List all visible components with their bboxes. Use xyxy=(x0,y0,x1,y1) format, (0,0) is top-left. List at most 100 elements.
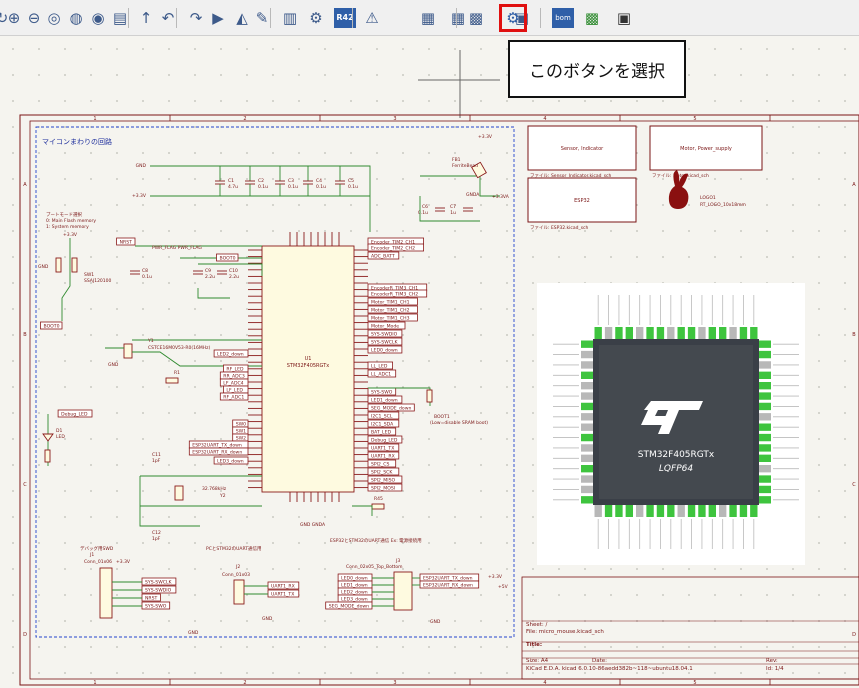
mirror-h-icon[interactable]: ▶ xyxy=(212,8,224,27)
net-label-box xyxy=(141,593,161,602)
erc-icon[interactable]: ⚠ xyxy=(365,8,379,27)
resistor-ref: R1 xyxy=(174,370,180,376)
chip-pin-bottom xyxy=(625,505,633,517)
power-label: +3.3V xyxy=(63,232,78,238)
frame-col-number: 3 xyxy=(393,116,396,122)
mcu-net-label-right: I2C1_SDA xyxy=(371,422,394,428)
power-label: GNDA xyxy=(466,192,480,198)
xtal-wire xyxy=(132,351,262,367)
chip-pin-top xyxy=(698,327,706,339)
mcu-net-label-left: ESP32UART_TX_down xyxy=(192,443,242,449)
cap-value: 1pF xyxy=(152,458,161,464)
zoom-fit-icon[interactable]: ◎ xyxy=(47,8,61,27)
power-label: +3.3V xyxy=(132,193,147,199)
net-label-box xyxy=(367,483,403,492)
scripting-console-icon[interactable]: ▣ xyxy=(616,8,632,27)
j3-left-label: LED3_down xyxy=(341,597,368,603)
net-label-box xyxy=(367,329,403,338)
led-value: LED xyxy=(56,434,65,440)
boot1-label: BOOT1 xyxy=(434,414,450,420)
cap-ref: C6 xyxy=(422,204,428,210)
hierarchy-icon[interactable]: ▤ xyxy=(112,8,128,27)
chip-pin-top xyxy=(594,327,602,339)
frame-row-letter: D xyxy=(23,632,27,638)
mcu-net-label-left: SW0 xyxy=(236,422,246,428)
mcu-net-label-left: LED2_down xyxy=(217,352,244,358)
bom-button[interactable]: bom xyxy=(552,8,574,28)
mcu-net-label-right: UART1_RX xyxy=(371,454,395,460)
annotate-r42-button[interactable]: R42 xyxy=(334,8,356,28)
zoom-out-icon[interactable]: ⊖ xyxy=(27,8,41,27)
mcu-net-label-right: Debug_LED xyxy=(371,438,398,444)
cap-value: 1pF xyxy=(152,536,161,542)
chip-pin-left xyxy=(581,402,593,411)
logo-value: RT_LOGO_10x18mm xyxy=(700,202,746,208)
chip-pin-bottom xyxy=(729,505,737,517)
footprint-assign-icon[interactable]: ▦ xyxy=(420,8,436,27)
chip-pin-left xyxy=(581,454,593,462)
redo-icon[interactable]: ↻ xyxy=(0,8,9,27)
chip-pin-top xyxy=(656,327,665,339)
toolbar-separator xyxy=(352,8,353,28)
connector-j1 xyxy=(99,567,113,619)
net-label-box xyxy=(213,456,249,465)
cap-ref: C9 xyxy=(205,268,211,274)
zoom-in-icon[interactable]: ⊕ xyxy=(7,8,21,27)
cap-value: 0.1u xyxy=(316,184,326,190)
pcb-editor-icon[interactable]: ▩ xyxy=(584,8,600,27)
crystal-y2-ref: Y2 xyxy=(219,493,226,499)
chip-pin-right xyxy=(759,402,771,411)
power-label: GND xyxy=(430,619,441,625)
j1-pin-label: NRST xyxy=(145,596,158,602)
crystal-y2-value: 32.768kHz xyxy=(202,486,227,492)
pcb-icon[interactable]: ▩ xyxy=(468,8,484,27)
boot0-label: BOOT0 xyxy=(220,256,236,262)
net-label-box xyxy=(367,251,400,260)
net-label-box xyxy=(116,237,136,246)
frame-row-letter: A xyxy=(852,182,856,188)
net-label-box xyxy=(216,253,239,262)
title-block-id: Id: 1/4 xyxy=(766,666,784,672)
chip-pin-top xyxy=(646,327,654,339)
chip-pin-bottom xyxy=(677,505,685,517)
cap-value: 2.2u xyxy=(229,274,239,280)
annotate-icon[interactable]: ⚙ xyxy=(309,8,323,27)
leave-sheet-icon[interactable]: ↑ xyxy=(139,8,153,27)
j3-left-label: LED1_down xyxy=(341,583,368,589)
rotate-ccw-icon[interactable]: ↶ xyxy=(161,8,175,27)
chip-pin-bottom xyxy=(656,505,665,517)
hierarchical-sheet-title: Motor, Power_supply xyxy=(680,146,732,152)
zoom-objects-icon[interactable]: ◍ xyxy=(69,8,83,27)
j2-note: PCとSTM32のUART通信用 xyxy=(206,545,262,552)
power-label: +3.3VA xyxy=(492,194,510,200)
st-logo-icon xyxy=(641,401,703,434)
instruction-callout: このボタンを選択 xyxy=(508,40,686,98)
title-block-date: Date: xyxy=(592,658,607,664)
j1-pin-label: SYS-SWDIO xyxy=(145,588,172,594)
chip-pin-right xyxy=(759,433,771,442)
bom-icon[interactable]: ▦ xyxy=(450,8,466,27)
frame-row-letter: C xyxy=(23,482,27,488)
assign-footprints-icon[interactable]: ⚙ xyxy=(506,8,520,27)
logo-rabbit xyxy=(668,170,689,209)
symbol-editor-icon[interactable]: ✎ xyxy=(255,8,269,27)
chip-pin-top xyxy=(750,327,758,339)
net-label-box xyxy=(267,589,300,598)
symbol-library-icon[interactable]: ▥ xyxy=(282,8,298,27)
toolbar-separator xyxy=(128,8,129,28)
mcu-block-title: マイコンまわりの回路 xyxy=(42,137,112,146)
debug-led-label: Debug_LED xyxy=(61,412,88,418)
ferrite-bead xyxy=(471,161,487,179)
r45-wire xyxy=(352,505,373,516)
mirror-v-icon[interactable]: ◭ xyxy=(236,8,248,27)
cap-ref: C2 xyxy=(258,178,264,184)
rotate-cw-icon[interactable]: ↷ xyxy=(189,8,203,27)
zoom-selection-icon[interactable]: ◉ xyxy=(91,8,105,27)
net-label-box xyxy=(267,581,300,590)
boot-note: ブートモード選択 xyxy=(46,211,82,218)
mcu-net-label-right: UART1_TX xyxy=(371,446,394,452)
esp-note: ESP32とSTM32のUART通信 Ex: 電源接続用 xyxy=(330,537,422,544)
